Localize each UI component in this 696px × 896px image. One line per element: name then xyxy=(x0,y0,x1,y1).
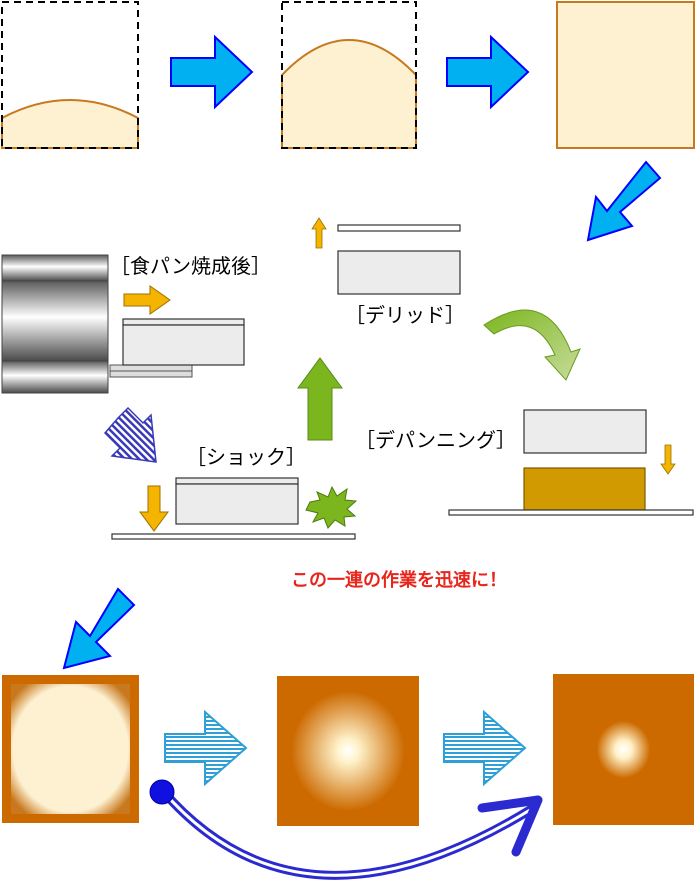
label-delid: ［デリッド］ xyxy=(345,305,465,325)
removed-lid xyxy=(338,225,460,231)
delid-pan xyxy=(338,251,460,294)
depanning-table xyxy=(449,510,693,515)
shock-table xyxy=(112,534,355,539)
shock-pan xyxy=(176,478,298,524)
arrow-yellow-down xyxy=(140,486,168,531)
arrow-yellow-down-small xyxy=(661,445,675,474)
label-shock: ［ショック］ xyxy=(186,447,306,467)
label-after-baking: ［食パン焼成後］ xyxy=(110,256,271,276)
arrow-striped-down-right xyxy=(105,408,156,462)
arrow-yellow-up-small xyxy=(312,218,326,248)
caption-rapid-process: この一連の作業を迅速に！ xyxy=(291,572,507,590)
cooling-stage-1-crumb xyxy=(11,684,130,814)
depanned-bread xyxy=(524,468,645,510)
dough-stage-3 xyxy=(557,2,694,148)
cooling-stage-3 xyxy=(553,674,694,825)
arrow-down-left-2 xyxy=(64,589,134,668)
depanning-pan xyxy=(524,410,646,453)
arrow-striped-right-1 xyxy=(165,712,246,784)
arrow-striped-right-2 xyxy=(444,712,525,784)
cooling-stage-2 xyxy=(277,676,419,826)
arrow-yellow-right xyxy=(124,286,170,314)
pan-after-baking xyxy=(123,319,244,365)
label-depanning: ［デパンニング］ xyxy=(355,430,516,450)
arrow-down-left-1 xyxy=(588,162,660,240)
arrow-right-1 xyxy=(171,37,252,107)
dough-stage-2 xyxy=(282,2,416,148)
impact-burst xyxy=(306,487,356,528)
arrow-green-up xyxy=(298,358,342,440)
dough-stage-1 xyxy=(2,2,138,148)
arrow-green-curve xyxy=(484,310,580,380)
arrow-right-2 xyxy=(447,37,528,107)
